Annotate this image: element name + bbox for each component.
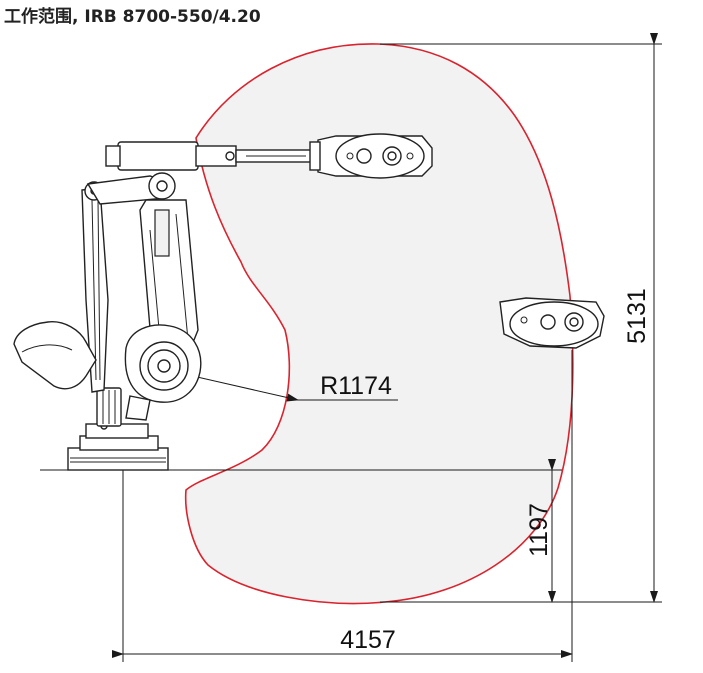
dimension-1197: 1197 <box>525 459 556 603</box>
dimension-label-reach: 4157 <box>340 626 396 654</box>
robot-elbow <box>105 141 199 200</box>
radius-label: R1174 <box>320 372 392 400</box>
radius-annotation: R1174 <box>183 372 398 402</box>
robot-wrist-lower <box>499 297 605 349</box>
robot-shoulder-joint <box>124 324 202 421</box>
dimension-label-lower-height: 1197 <box>525 503 553 557</box>
dimension-label-total-height: 5131 <box>623 288 651 344</box>
robot-wrist-upper <box>309 133 433 179</box>
robot-illustration <box>13 133 605 471</box>
dimension-5131: 5131 <box>380 33 662 603</box>
robot-base <box>67 422 169 471</box>
robot-balancer <box>96 387 122 427</box>
page-title: 工作范围, IRB 8700-550/4.20 <box>4 7 261 27</box>
robot-counterweight <box>13 321 97 390</box>
dimension-4157: 4157 <box>112 350 573 662</box>
robot-lower-arm <box>139 199 199 353</box>
robot-upper-arm <box>195 145 317 167</box>
